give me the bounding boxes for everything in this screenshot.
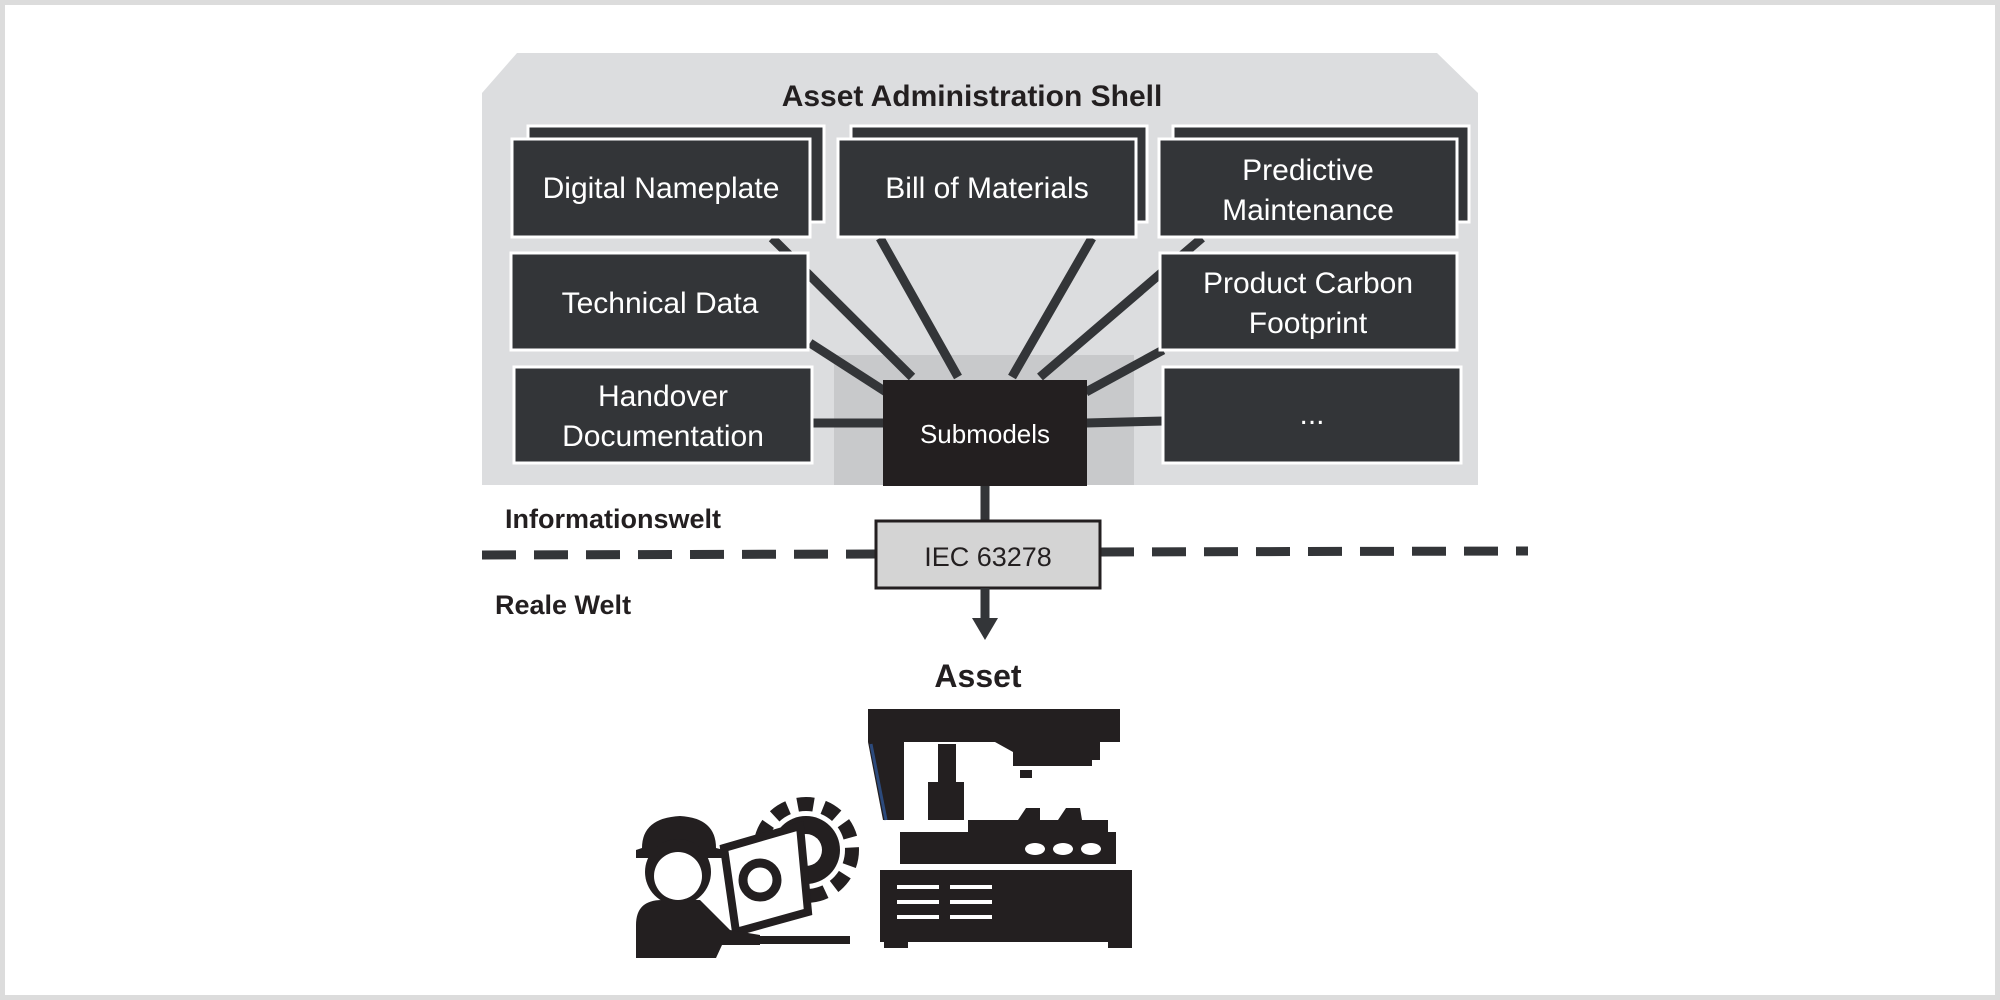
submodel-label-line-1: Predictive [1242,154,1374,187]
iec-interface-label: IEC 63278 [924,542,1052,572]
submodel-item-predictive-maintenance: Predictive Maintenance [1157,137,1459,239]
shell-title: Asset Administration Shell [782,80,1163,113]
submodel-label-line-2: Footprint [1249,307,1368,340]
submodel-item-more: ... [1161,365,1463,465]
arrow-down-icon [972,588,998,640]
submodels-hub [883,380,1087,486]
world-boundary-line [481,546,1529,560]
submodel-label: Technical Data [562,287,759,320]
submodel-label-line-1: Product Carbon [1203,267,1413,300]
machine-details [897,843,1101,919]
submodel-item-bill-of-materials: Bill of Materials [836,137,1138,239]
submodel-label-line-2: Documentation [562,420,764,453]
worker-icon [636,816,760,958]
submodel-label: Digital Nameplate [543,172,780,205]
submodel-label: ... [1299,398,1324,431]
machine-icon [868,709,1132,948]
submodel-label: Bill of Materials [885,172,1088,205]
submodel-item-handover-documentation: Handover Documentation [512,365,814,465]
submodel-item-technical-data: Technical Data [509,251,810,352]
submodels-hub-label: Submodels [920,419,1050,449]
submodel-item-product-carbon-footprint: Product Carbon Footprint [1158,251,1459,352]
iec-interface-box [874,519,1102,590]
laptop-icon [716,820,850,944]
submodel-label-line-1: Handover [598,380,728,413]
information-world-label: Informationswelt [505,504,721,534]
submodel-label-line-2: Maintenance [1222,194,1394,227]
real-world-label: Reale Welt [495,590,631,620]
asset-title: Asset [934,658,1022,694]
submodel-item-digital-nameplate: Digital Nameplate [510,137,812,239]
